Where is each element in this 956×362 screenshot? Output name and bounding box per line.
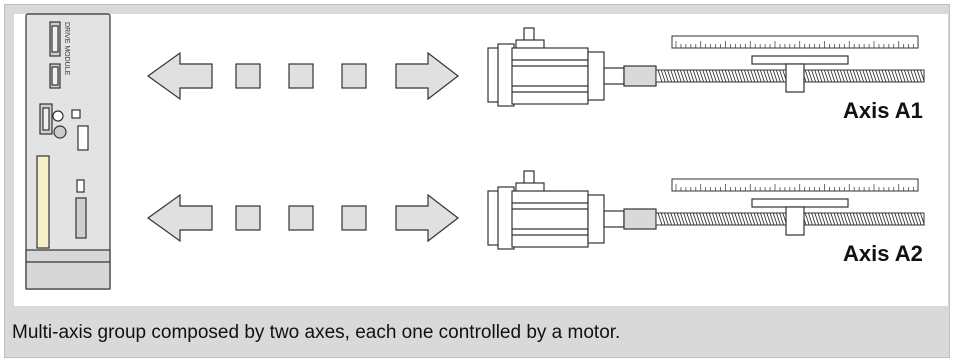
carriage (751, 198, 849, 236)
motor-flange (587, 51, 605, 101)
bottom-connector (75, 197, 87, 239)
signal-row-1 (146, 51, 459, 101)
scale-ruler (671, 35, 919, 49)
carriage (751, 55, 849, 93)
axis-assemblies (487, 27, 925, 250)
motor (487, 27, 657, 107)
port-slot (77, 125, 89, 151)
motor-body (511, 47, 589, 105)
drive-module-label: DRIVE MODULE (63, 22, 70, 76)
axis-assembly-2 (487, 170, 925, 250)
rotary-switch-icon (52, 110, 64, 122)
signal-block-2 (288, 63, 314, 89)
figure-caption: Multi-axis group composed by two axes, e… (12, 322, 621, 343)
axis-a2-label: Axis A2 (843, 241, 923, 266)
drive-module (25, 13, 111, 290)
left-arrow-icon (146, 51, 213, 101)
signal-block-3 (341, 63, 367, 89)
knob-icon (53, 125, 67, 139)
signal-block-1 (235, 63, 261, 89)
motor-flange (587, 194, 605, 244)
coupling (623, 208, 657, 230)
right-arrow-icon (395, 193, 459, 243)
signal-block-3 (341, 205, 367, 231)
signal-block-2 (288, 205, 314, 231)
signal-rows (146, 51, 459, 243)
axis-a1-label: Axis A1 (843, 98, 923, 123)
card-slot (36, 155, 50, 249)
axis-assembly-1 (487, 27, 925, 107)
coupling (623, 65, 657, 87)
signal-row-2 (146, 193, 459, 243)
signal-block-1 (235, 205, 261, 231)
left-arrow-icon (146, 193, 213, 243)
scale-ruler (671, 178, 919, 192)
motor-body (511, 190, 589, 248)
motor (487, 170, 657, 250)
right-arrow-icon (395, 51, 459, 101)
